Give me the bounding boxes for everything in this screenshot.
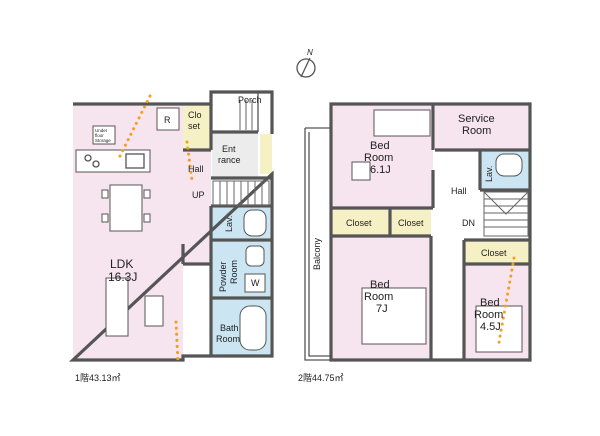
underfloor-storage-box xyxy=(92,125,116,145)
toilet-2f-icon xyxy=(495,153,523,177)
closets-2f-area xyxy=(331,208,431,236)
stove-burner-icon xyxy=(84,154,92,162)
compass: N xyxy=(296,48,316,78)
bathtub-icon xyxy=(239,305,267,351)
bed-room-c-label-2: Room xyxy=(474,309,503,321)
dining-table xyxy=(109,184,143,232)
entrance-label-1: Ent xyxy=(222,144,236,154)
washer-box xyxy=(244,273,266,293)
bed-room-b-size: 7J xyxy=(376,303,388,315)
ldk-label: LDK xyxy=(110,257,133,271)
stove-burner-icon xyxy=(92,160,100,168)
desk-a xyxy=(351,161,371,181)
dotted-line xyxy=(174,320,180,364)
chair xyxy=(143,213,151,223)
bed-room-c-size: 4.5J xyxy=(480,321,501,333)
balcony-rail xyxy=(304,127,331,361)
bed-room-c-label-1: Bed xyxy=(480,297,500,309)
compass-north-label: N xyxy=(307,48,313,57)
bed-b xyxy=(361,287,427,345)
balcony-rail-inner xyxy=(308,132,331,357)
bed-c xyxy=(475,305,523,353)
bath-room-label-1: Bath xyxy=(220,323,239,333)
bed-room-b-label-2: Room xyxy=(364,291,393,303)
refrigerator-box xyxy=(156,107,180,131)
floor-2-area-label: 2階44.75㎡ xyxy=(298,373,344,383)
toilet-1f-icon xyxy=(243,209,267,237)
bed-room-b-label-1: Bed xyxy=(370,279,390,291)
low-table xyxy=(144,295,164,327)
porch-label: Porch xyxy=(238,95,262,105)
underfloor-label-2: floor xyxy=(95,133,104,138)
service-room-label-2: Room xyxy=(462,125,491,137)
bath-room-label-2: Room xyxy=(216,334,240,344)
refrigerator-label: R xyxy=(164,115,171,125)
sink-icon xyxy=(125,153,145,169)
sofa xyxy=(105,277,129,337)
dn-label: DN xyxy=(462,218,475,228)
closet-c-label: Closet xyxy=(481,248,507,258)
lav-1f-label: Lav. xyxy=(224,216,234,232)
chair xyxy=(101,189,109,199)
closet-1f-label-2: set xyxy=(188,121,201,131)
stairs-2f xyxy=(483,191,529,237)
entrance-area xyxy=(212,132,258,177)
up-label: UP xyxy=(192,190,205,200)
bed-room-a-label-2: Room xyxy=(364,152,393,164)
closet-1f-label-1: Clo xyxy=(188,110,202,120)
washbasin-icon xyxy=(245,245,265,267)
floor-2-outer-wall xyxy=(329,102,532,362)
ldk-size-label: 16.3J xyxy=(108,270,137,284)
powder-room-label-2: Room xyxy=(229,260,239,284)
bed-a xyxy=(373,109,431,137)
dotted-line xyxy=(116,94,152,162)
chair xyxy=(101,213,109,223)
compass-circle xyxy=(296,58,316,78)
floor-1: Under floor Storage R Clo set Porch Ent … xyxy=(68,90,274,383)
closet-c-area xyxy=(464,240,530,264)
lav-2f-label: Lav. xyxy=(484,166,494,182)
powder-room-label-1: Powder xyxy=(218,261,228,292)
floor-2: Bed Room 6.1J Service Room Lav. Hall DN … xyxy=(298,102,532,383)
hall-1f-label: Hall xyxy=(188,164,204,174)
chair xyxy=(143,189,151,199)
closet-a-label: Closet xyxy=(346,218,372,228)
washer-label: W xyxy=(251,278,260,288)
service-room-area xyxy=(435,104,530,150)
underfloor-label-3: Storage xyxy=(95,138,111,143)
underfloor-label-1: Under xyxy=(95,128,108,133)
service-room-label-1: Service xyxy=(458,113,495,125)
stairs-1f xyxy=(212,100,270,206)
bed-room-a-label-1: Bed xyxy=(370,140,390,152)
closet-b-label: Closet xyxy=(398,218,424,228)
compass-needle-icon xyxy=(300,57,311,78)
bed-room-a-size: 6.1J xyxy=(370,164,391,176)
balcony-label: Balcony xyxy=(312,237,322,270)
dotted-line xyxy=(185,140,194,182)
entrance-label-2: rance xyxy=(218,155,241,165)
shoe-closet-area xyxy=(260,134,272,174)
hall-2f-label: Hall xyxy=(451,186,467,196)
floor-1-area-label: 1階43.13㎡ xyxy=(75,373,121,383)
